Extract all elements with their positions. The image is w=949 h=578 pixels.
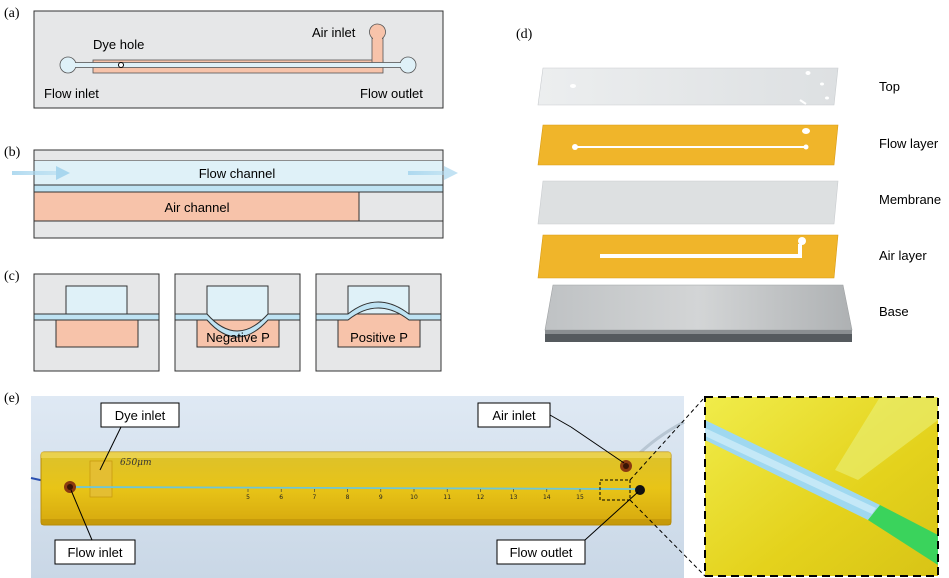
flow-inlet-label-a: Flow inlet — [44, 86, 99, 101]
flow-outlet-label-a: Flow outlet — [360, 86, 423, 101]
dye-hole-marker — [118, 62, 124, 68]
cross-top-layer — [33, 149, 444, 162]
flow-outlet-label-e: Flow outlet — [510, 545, 573, 560]
air-channel-label: Air channel — [164, 200, 229, 215]
panel-e-label: (e) — [4, 391, 20, 406]
layer-label-base: Base — [879, 304, 909, 319]
ruler-tick-label: 13 — [510, 494, 518, 501]
flow-inlet-label-e: Flow inlet — [68, 545, 123, 560]
handwriting-650um: 650μm — [120, 458, 152, 468]
cross-base — [33, 220, 444, 239]
ruler-tick-label: 15 — [576, 494, 584, 501]
layer-label-flow: Flow layer — [879, 136, 939, 151]
panel-a-label: (a) — [4, 6, 20, 21]
layer-label-top: Top — [879, 79, 900, 94]
zoom-inset — [704, 396, 939, 577]
ruler-tick-label: 6 — [279, 494, 283, 501]
photo-channel — [71, 486, 640, 490]
ruler-tick-label: 12 — [477, 494, 485, 501]
dye-hole-label: Dye hole — [93, 37, 144, 52]
panel-a: (a) Dye hole Air inlet Flow inlet Flow o… — [4, 6, 444, 109]
layer-flow — [537, 124, 839, 166]
callout-flow-inlet: Flow inlet — [54, 489, 136, 565]
ruler-ticks: 5 6 7 8 9 10 11 12 13 14 15 — [246, 489, 584, 501]
cross-flow-layer — [34, 161, 443, 185]
panel-c: (c) Negative P Positive P — [4, 269, 442, 372]
layer-air — [537, 234, 839, 279]
layer-membrane — [537, 180, 839, 225]
ruler-tick-label: 7 — [312, 494, 316, 501]
layer-base — [544, 284, 853, 342]
valve-neutral — [33, 273, 160, 372]
panel-b: (b) Flow channel Air channel — [4, 145, 458, 239]
layer-label-membrane: Membrane — [879, 192, 941, 207]
ruler-tick-label: 11 — [443, 494, 451, 501]
callout-flow-outlet: Flow outlet — [496, 491, 639, 565]
panel-b-label: (b) — [4, 145, 21, 160]
callout-dye-inlet: Dye inlet — [99, 402, 180, 471]
ruler-tick-label: 10 — [410, 494, 418, 501]
flow-arrow-right — [408, 166, 458, 180]
ruler-tick-label: 9 — [379, 494, 383, 501]
layer-label-air: Air layer — [879, 248, 927, 263]
ruler-tick-label: 14 — [543, 494, 551, 501]
ruler-tick-label: 8 — [346, 494, 350, 501]
air-inlet-label-e: Air inlet — [492, 408, 536, 423]
flow-channel-label: Flow channel — [199, 166, 276, 181]
air-inlet-label-a: Air inlet — [312, 25, 356, 40]
panel-d-label: (d) — [516, 27, 533, 42]
layer-top — [537, 67, 839, 106]
panel-e: (e) 650μm 5 6 7 8 9 10 11 12 13 14 15 Dye inlet — [4, 391, 939, 578]
positive-p-label: Positive P — [350, 330, 408, 345]
panel-a-flow-channel — [59, 56, 417, 74]
panel-c-label: (c) — [4, 269, 20, 284]
valve-negative: Negative P — [174, 273, 301, 372]
valve-positive: Positive P — [315, 273, 442, 372]
negative-p-label: Negative P — [206, 330, 270, 345]
ruler-tick-label: 5 — [246, 494, 250, 501]
flow-arrow-left — [12, 166, 70, 180]
zoom-region — [599, 479, 631, 501]
callout-air-inlet: Air inlet — [477, 402, 625, 464]
panel-d: (d) — [516, 27, 941, 342]
cross-membrane — [33, 184, 444, 193]
dye-inlet-label: Dye inlet — [115, 408, 166, 423]
